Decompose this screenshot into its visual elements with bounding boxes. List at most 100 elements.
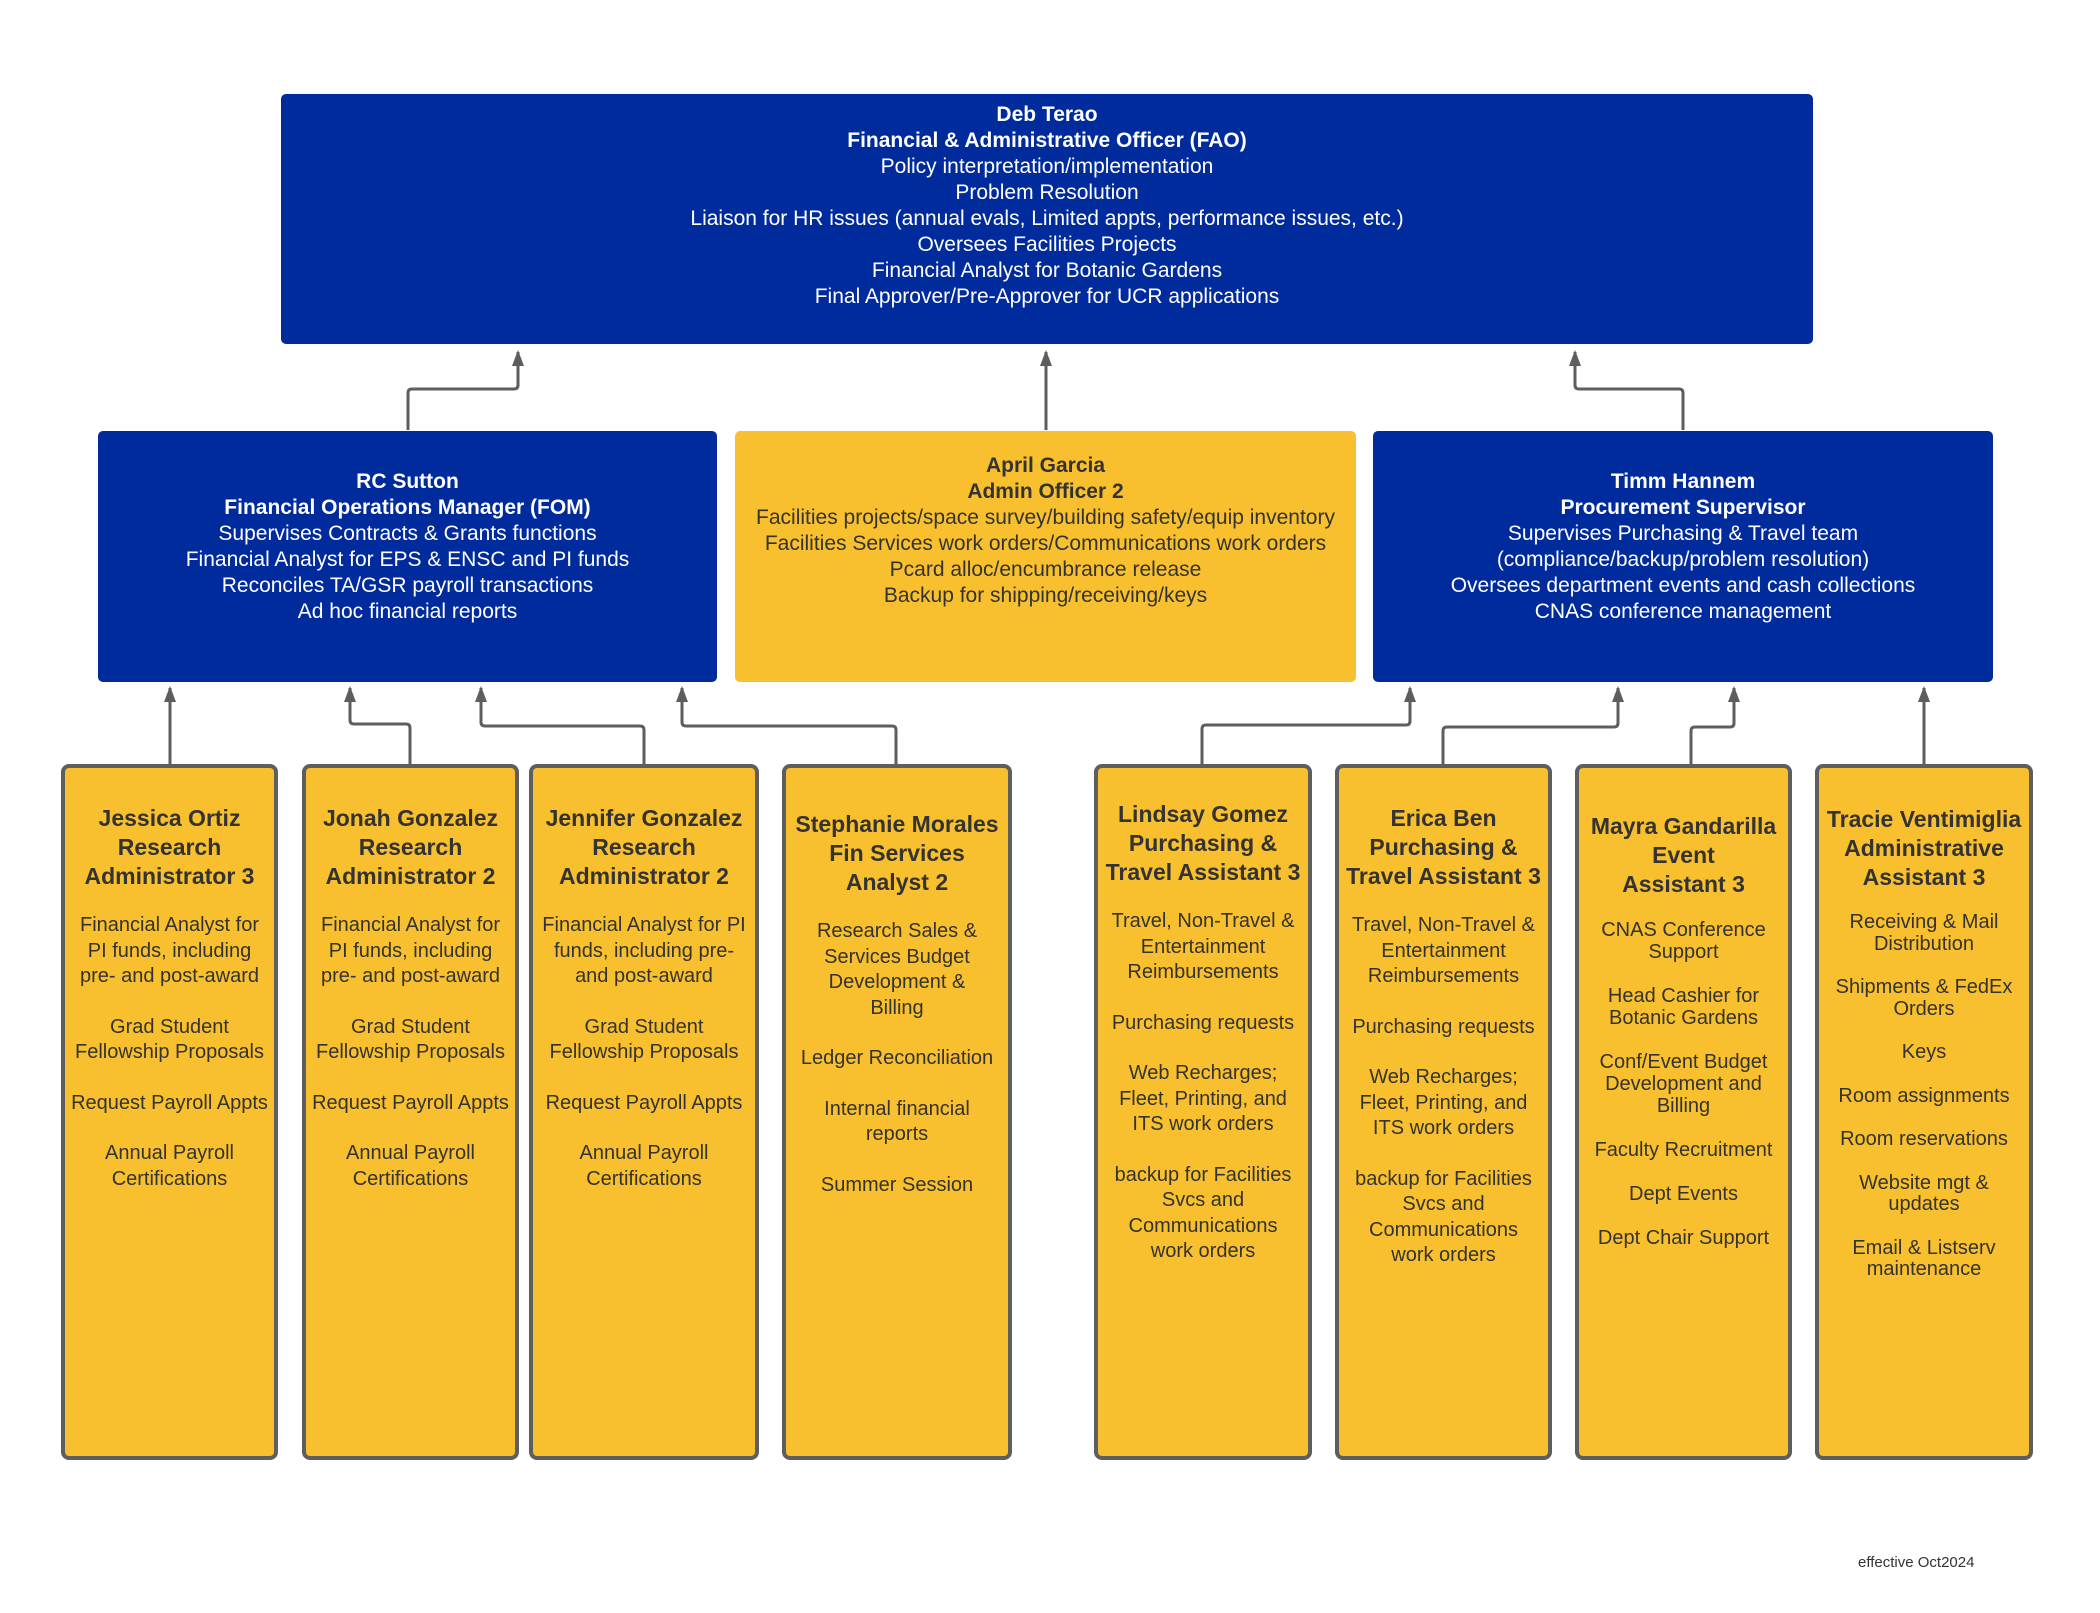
staff-title: Research [592,834,696,860]
staff-header: Jessica Ortiz Research Administrator 3 [69,804,270,891]
staff-name: Jessica Ortiz [98,805,241,831]
procurement-supervisor-box: Timm Hannem Procurement Supervisor Super… [1373,431,1993,682]
connector-rc-sutton-to-fao [406,350,524,430]
staff-duty: Travel, Non-Travel & Entertainment Reimb… [1111,910,1295,983]
admin-officer-box: April Garcia Admin Officer 2 Facilities … [735,431,1356,682]
staff-title: Travel Assistant 3 [1105,859,1301,885]
staff-duty: Website mgt & updates [1859,1171,1989,1215]
staff-duty: backup for Facilities Svcs and Communica… [1114,1163,1292,1263]
staff-duty: Web Recharges; Fleet, Printing, and ITS … [1119,1062,1287,1135]
staff-title: Administrator 2 [325,863,496,889]
admin-officer-name: April Garcia [985,454,1106,477]
staff-duty: Faculty Recruitment [1594,1139,1773,1161]
staff-title: Analyst 2 [845,869,949,895]
fao-duty: Liaison for HR issues (annual evals, Lim… [690,207,1404,230]
staff-duty: Dept Events [1629,1183,1738,1205]
fom-title: Financial Operations Manager (FOM) [224,496,591,519]
staff-duty: Annual Payroll Certifications [105,1142,234,1190]
staff-duty: Annual Payroll Certifications [346,1142,475,1190]
fom-duty: Reconciles TA/GSR payroll transactions [221,574,594,597]
staff-header: Erica Ben Purchasing & Travel Assistant … [1343,804,1544,891]
connector-erica-to-timm [1441,686,1624,764]
staff-header: Jennifer Gonzalez Research Administrator… [537,804,751,891]
fao-duty: Oversees Facilities Projects [917,233,1177,256]
staff-duty: Receiving & Mail Distribution [1849,911,1999,955]
admin-officer-duty: Facilities projects/space survey/buildin… [756,506,1335,529]
staff-card-tracie-ventimiglia: Tracie Ventimiglia Administrative Assist… [1815,764,2033,1460]
procurement-supervisor-duty: CNAS conference management [1534,600,1832,623]
connector-jennifer-to-rc [475,686,646,764]
fom-duty: Ad hoc financial reports [297,600,518,623]
procurement-supervisor-title: Procurement Supervisor [1560,496,1806,519]
staff-duty: Purchasing requests [1111,1011,1295,1034]
staff-name: Erica Ben [1390,805,1497,831]
staff-title: Purchasing & [1128,830,1278,856]
staff-title: Administrative [1844,835,2004,861]
staff-duty: Keys [1901,1041,1947,1063]
staff-card-jonah-gonzalez: Jonah Gonzalez Research Administrator 2 … [302,764,519,1460]
staff-title: Purchasing & [1369,834,1518,860]
staff-duty: Annual Payroll Certifications [579,1142,709,1190]
fao-duty: Policy interpretation/implementation [880,155,1214,178]
staff-duty: Conf/Event Budget Development and Billin… [1599,1051,1768,1117]
staff-card-stephanie-morales: Stephanie Morales Fin Services Analyst 2… [782,764,1012,1460]
staff-duty: Research Sales & Services Budget Develop… [816,920,978,1019]
fao-duty: Final Approver/Pre-Approver for UCR appl… [814,285,1280,308]
staff-card-jennifer-gonzalez: Jennifer Gonzalez Research Administrator… [529,764,759,1460]
staff-name: Stephanie Morales [795,811,999,837]
staff-name: Jennifer Gonzalez [545,805,743,831]
fao-duty: Financial Analyst for Botanic Gardens [871,259,1223,282]
fao-duty: Problem Resolution [955,181,1139,204]
staff-header: Mayra Gandarilla Event Assistant 3 [1583,812,1784,899]
staff-duty: Financial Analyst for PI funds, includin… [542,914,746,987]
staff-duty: backup for Facilities Svcs and Communica… [1355,1167,1532,1267]
staff-title: Fin Services [829,840,965,866]
staff-card-mayra-gandarilla: Mayra Gandarilla Event Assistant 3 CNAS … [1575,764,1792,1460]
staff-title: Research [358,834,463,860]
staff-name: Jonah Gonzalez [322,805,499,831]
effective-date-label: effective Oct2024 [1858,1554,1975,1571]
fom-name: RC Sutton [356,470,459,493]
staff-name: Mayra Gandarilla [1590,813,1777,839]
staff-duty: Email & Listserv maintenance [1852,1236,1996,1280]
fom-box: RC Sutton Financial Operations Manager (… [98,431,717,682]
staff-duty: Room reservations [1840,1128,2008,1150]
staff-header: Tracie Ventimiglia Administrative Assist… [1823,805,2025,892]
staff-duty: Head Cashier for Botanic Gardens [1607,985,1760,1029]
staff-duty: Summer Session [820,1173,974,1196]
staff-duty: Room assignments [1838,1084,2010,1107]
connector-mayra-to-timm [1689,686,1740,764]
staff-header: Lindsay Gomez Purchasing & Travel Assist… [1102,800,1304,887]
fao-name: Deb Terao [996,103,1098,126]
staff-title: Travel Assistant 3 [1346,863,1541,889]
fom-duty: Financial Analyst for EPS & ENSC and PI … [185,548,630,571]
staff-title: Administrator 3 [84,863,255,889]
procurement-supervisor-name: Timm Hannem [1610,470,1756,493]
admin-officer-duty: Pcard alloc/encumbrance release [889,558,1202,581]
staff-title: Assistant 3 [1862,864,1986,890]
fom-duty: Supervises Contracts & Grants functions [218,522,597,545]
admin-officer-duty: Facilities Services work orders/Communic… [764,532,1327,555]
staff-duty: Financial Analyst for PI funds, includin… [80,914,259,987]
fao-box: Deb Terao Financial & Administrative Off… [281,94,1813,344]
staff-duty: Ledger Reconciliation [800,1047,994,1069]
staff-duty: Financial Analyst for PI funds, includin… [321,914,500,987]
staff-duty: Purchasing requests [1352,1015,1535,1038]
staff-duty: Shipments & FedEx Orders [1835,976,2013,1020]
staff-duty: Travel, Non-Travel & Entertainment Reimb… [1351,914,1535,987]
staff-card-erica-ben: Erica Ben Purchasing & Travel Assistant … [1335,764,1552,1460]
staff-name: Lindsay Gomez [1118,801,1288,827]
staff-duty: Request Payroll Appts [312,1091,509,1114]
connector-jonah-to-rc [344,686,412,764]
staff-card-jessica-ortiz: Jessica Ortiz Research Administrator 3 F… [61,764,278,1460]
staff-title: Administrator 2 [559,863,729,889]
connector-timm-hannem-to-fao [1569,350,1685,430]
admin-officer-title: Admin Officer 2 [967,480,1124,503]
procurement-supervisor-duty: Oversees department events and cash coll… [1450,574,1916,597]
connector-lindsay-to-timm [1200,686,1416,764]
procurement-supervisor-duty: (compliance/backup/problem resolution) [1496,548,1870,571]
staff-title: Assistant 3 [1622,871,1745,897]
admin-officer-duty: Backup for shipping/receiving/keys [883,584,1208,607]
staff-duty: Grad Student Fellowship Proposals [75,1015,264,1064]
staff-duty: Grad Student Fellowship Proposals [316,1015,505,1064]
